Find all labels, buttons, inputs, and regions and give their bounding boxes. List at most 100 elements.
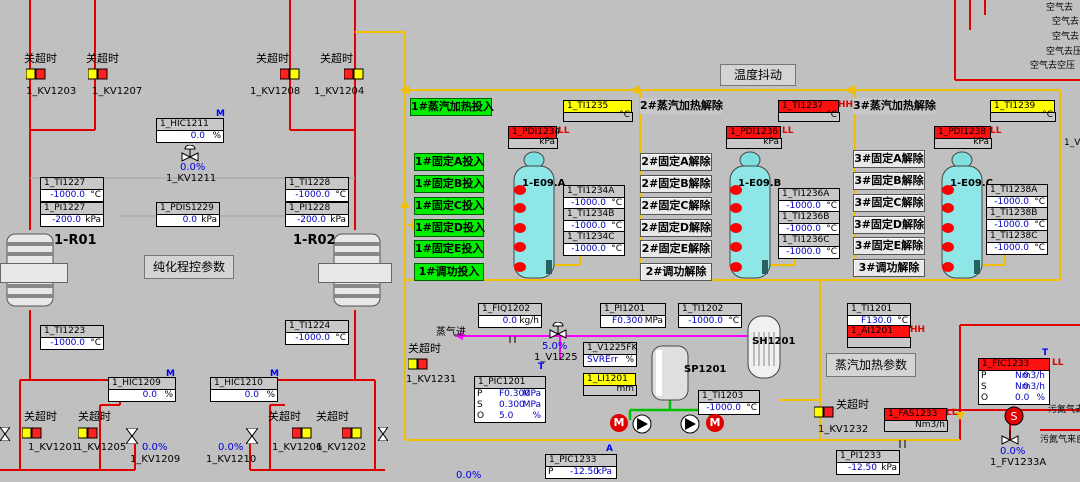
valve-kv1205[interactable]: [77, 425, 98, 439]
hand-valve-icon[interactable]: [245, 427, 259, 445]
v1225-percent: 5.0%: [542, 341, 568, 352]
instrument-ti1224[interactable]: 1_TI1224 -1000.0°C: [285, 320, 349, 345]
alarm-ll-tag: LL: [782, 126, 794, 136]
valve-kv1201[interactable]: [21, 425, 42, 439]
nitrogen-in-label: 污氮气来自: [1040, 435, 1080, 445]
valve-kv1206[interactable]: [291, 425, 312, 439]
right-edge-label: 空气去空压: [1030, 61, 1076, 71]
instrument-ti1227[interactable]: 1_TI1227 -1000.0°C: [40, 177, 104, 202]
hand-valve-icon[interactable]: [377, 426, 389, 442]
instrument-ti1203[interactable]: 1_TI1203 -1000.0°C: [698, 390, 760, 415]
instrument-ti1238c[interactable]: 1_TI1238C -1000.0°C: [986, 230, 1048, 255]
instrument-ti1236b[interactable]: 1_TI1236B -1000.0°C: [778, 211, 840, 236]
group1-item-power[interactable]: 1#调功投入: [414, 263, 484, 281]
instrument-ti1238a[interactable]: 1_TI1238A -1000.0°C: [986, 184, 1048, 209]
group3-item-a[interactable]: 3#固定A解除: [853, 150, 925, 168]
instrument-ti1223[interactable]: 1_TI1223 -1000.0°C: [40, 325, 104, 350]
valve-kv1203[interactable]: [25, 66, 46, 80]
group3-item-b[interactable]: 3#固定B解除: [853, 172, 925, 190]
valve-kv1231[interactable]: [407, 356, 428, 370]
instrument-hic1211[interactable]: 1_HIC1211 0.0%: [156, 118, 224, 143]
valve-kv1202[interactable]: [341, 425, 362, 439]
timeout-label: 关超时: [320, 52, 353, 65]
instrument-hic1209[interactable]: 1_HIC1209 0.0%: [108, 377, 176, 402]
group1-item-e[interactable]: 1#固定E投入: [414, 240, 484, 258]
group2-item-c[interactable]: 2#固定C解除: [640, 197, 712, 215]
group2-item-e[interactable]: 2#固定E解除: [640, 240, 712, 258]
hand-valve-icon[interactable]: [0, 426, 11, 442]
alarm-hh-tag: HH: [910, 325, 926, 335]
group3-item-power[interactable]: 3#调功解除: [853, 259, 925, 277]
nitrogen-out-label: 污氮气去: [1048, 405, 1080, 415]
steam-in-label: 蒸气进: [436, 327, 466, 338]
vessel-sp1201-label: SP1201: [684, 364, 727, 375]
kv1204-label: 1_KV1204: [314, 86, 365, 97]
group3-item-d[interactable]: 3#固定D解除: [853, 216, 925, 234]
vessel-sp1201: [650, 344, 690, 402]
li1201-value-row: mm: [583, 384, 637, 396]
instrument-ti1234b[interactable]: 1_TI1234B -1000.0°C: [563, 208, 625, 233]
group1-item-a[interactable]: 1#固定A投入: [414, 153, 484, 171]
group3-item-e[interactable]: 3#固定E解除: [853, 237, 925, 255]
group2-item-d[interactable]: 2#固定D解除: [640, 219, 712, 237]
reactor-r01-label: 1-R01: [54, 233, 97, 248]
group3-item-c[interactable]: 3#固定C解除: [853, 194, 925, 212]
right-edge-label: 1_V: [1064, 138, 1080, 148]
group2-header-button[interactable]: 2#蒸汽加热解除: [640, 98, 723, 114]
motor-icon[interactable]: M: [706, 414, 724, 432]
instrument-ti1238b[interactable]: 1_TI1238B -1000.0°C: [986, 207, 1048, 232]
instrument-hic1210[interactable]: 1_HIC1210 0.0%: [210, 377, 278, 402]
fv1233a-actuator-icon[interactable]: S: [1004, 406, 1024, 426]
valve-kv1208[interactable]: [279, 66, 300, 80]
control-valve-icon[interactable]: [548, 321, 568, 340]
motor-icon[interactable]: M: [610, 414, 628, 432]
instrument-v1225fk[interactable]: 1_V1225FK SVRErr%: [583, 342, 637, 367]
instrument-ti1234c[interactable]: 1_TI1234C -1000.0°C: [563, 231, 625, 256]
temp-jitter-button[interactable]: 温度抖动: [720, 64, 796, 86]
hand-valve-icon[interactable]: [125, 427, 139, 445]
instrument-ti1202[interactable]: 1_TI1202 -1000.0°C: [678, 303, 742, 328]
pdi1236-value-row: kPa: [726, 137, 782, 149]
group2-item-a[interactable]: 2#固定A解除: [640, 153, 712, 171]
instrument-ti1228[interactable]: 1_TI1228 -1000.0°C: [285, 177, 349, 202]
instrument-ti1201[interactable]: 1_TI1201 F130.0°C: [847, 303, 911, 328]
group1-item-d[interactable]: 1#固定D投入: [414, 219, 485, 237]
group3-header-button[interactable]: 3#蒸汽加热解除: [853, 98, 936, 114]
group1-item-c[interactable]: 1#固定C投入: [414, 197, 484, 215]
kv1207-label: 1_KV1207: [92, 86, 143, 97]
instrument-pdi1236[interactable]: 1_PDI1236: [726, 126, 781, 139]
steam-params-button[interactable]: 蒸汽加热参数: [826, 353, 916, 377]
purify-params-button[interactable]: 纯化程控参数: [144, 255, 234, 279]
pump-icon[interactable]: [632, 414, 652, 434]
timeout-label: 关超时: [256, 52, 289, 65]
alarm-m-tag: M: [166, 369, 175, 379]
instrument-ti1234a[interactable]: 1_TI1234A -1000.0°C: [563, 185, 625, 210]
kv1231-label: 1_KV1231: [406, 374, 457, 385]
control-valve-icon[interactable]: [180, 144, 200, 163]
kv1208-label: 1_KV1208: [250, 86, 301, 97]
group1-header-button[interactable]: 1#蒸汽加热投入: [410, 98, 494, 116]
valve-kv1204[interactable]: [343, 66, 364, 80]
timeout-label: 关超时: [86, 52, 119, 65]
instrument-ti1236c[interactable]: 1_TI1236C -1000.0°C: [778, 234, 840, 259]
valve-kv1232[interactable]: [813, 404, 834, 418]
instrument-ai1201[interactable]: 1_AI1201: [847, 325, 910, 338]
control-valve-icon[interactable]: [1000, 428, 1020, 446]
group2-item-b[interactable]: 2#固定B解除: [640, 175, 712, 193]
pump-icon[interactable]: [680, 414, 700, 434]
group2-item-power[interactable]: 2#调功解除: [640, 263, 712, 281]
group1-item-b[interactable]: 1#固定B投入: [414, 175, 484, 193]
instrument-ti1236a[interactable]: 1_TI1236A -1000.0°C: [778, 188, 840, 213]
alarm-t-tag: T: [1042, 348, 1049, 358]
valve-kv1207[interactable]: [87, 66, 108, 80]
reactor-r01-band: [0, 263, 68, 283]
